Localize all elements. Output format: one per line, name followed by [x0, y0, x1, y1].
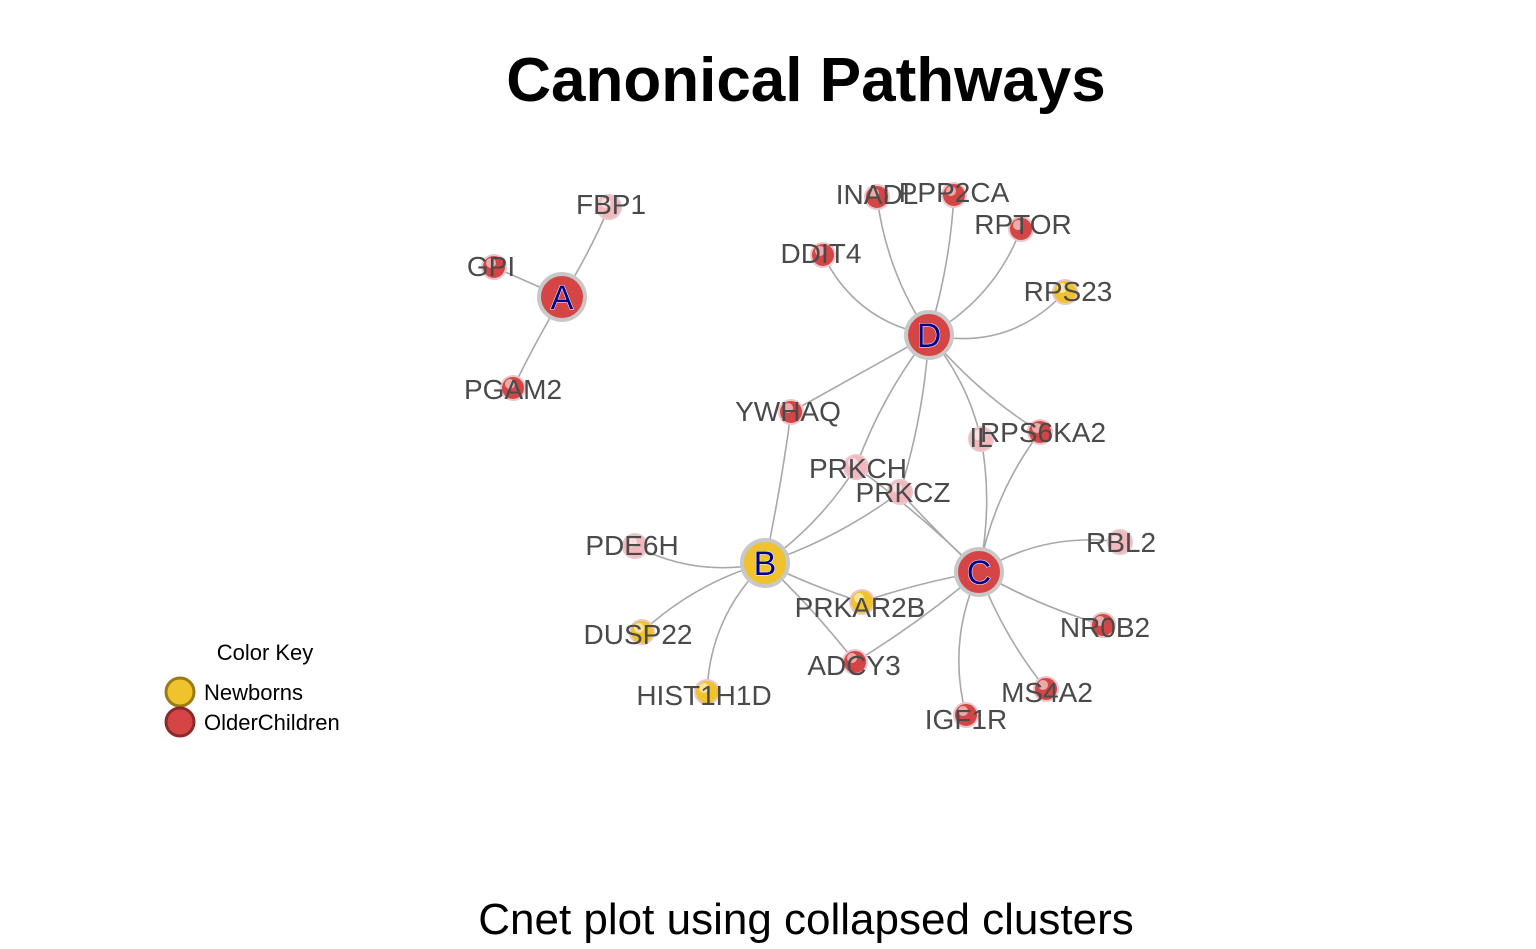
gene-node-ppp2ca: PPP2CA	[899, 177, 1010, 208]
gene-node-highlight	[699, 683, 709, 693]
gene-node-highlight	[634, 623, 644, 633]
gene-node-inadl: INADL	[836, 179, 918, 210]
gene-node-highlight	[1032, 423, 1042, 433]
gene-label-dusp22: DUSP22	[584, 619, 693, 650]
gene-label-ywhaq: YWHAQ	[735, 396, 841, 427]
gene-node-pde6h: PDE6H	[585, 530, 678, 561]
gene-label-prkcz: PRKCZ	[856, 477, 951, 508]
gene-node-highlight	[847, 653, 857, 663]
legend-swatch-newborns	[164, 676, 196, 708]
legend-title: Color Key	[217, 640, 314, 665]
gene-node-ddit4: DDIT4	[781, 238, 862, 269]
gene-label-hist1h1d: HIST1H1D	[636, 680, 771, 711]
gene-node-highlight	[869, 188, 879, 198]
gene-label-fbp1: FBP1	[576, 189, 646, 220]
gene-node-highlight	[1112, 533, 1122, 543]
gene-node-highlight	[1057, 283, 1067, 293]
gene-node-ywhaq: YWHAQ	[735, 396, 841, 427]
cluster-nodes: A B C D	[537, 272, 1004, 597]
cluster-node-a: A	[537, 272, 587, 322]
legend-swatch-older-children	[164, 706, 196, 738]
legend-label-older-children: OlderChildren	[204, 710, 340, 735]
gene-node-rptor: RPTOR	[974, 209, 1072, 242]
gene-label-il: IL	[969, 422, 992, 453]
gene-node-rbl2: RBL2	[1086, 527, 1156, 558]
gene-node-prkcz: PRKCZ	[856, 477, 951, 508]
gene-label-prkch: PRKCH	[809, 453, 907, 484]
gene-node-hist1h1d: HIST1H1D	[636, 679, 772, 711]
cluster-node-circle	[954, 547, 1004, 597]
gene-label-rps6ka2: RPS6KA2	[980, 417, 1106, 448]
gene-node-highlight	[486, 258, 496, 268]
legend-label-newborns: Newborns	[204, 680, 303, 705]
gene-node-highlight	[848, 458, 858, 468]
gene-node-highlight	[1095, 616, 1105, 626]
cluster-node-circle	[537, 272, 587, 322]
gene-label-prkar2b: PRKAR2B	[795, 592, 926, 623]
cluster-node-b: B	[740, 538, 790, 588]
cluster-node-c: C	[954, 547, 1004, 597]
cluster-label-a: A	[551, 279, 574, 317]
gene-node-ms4a2: MS4A2	[1001, 676, 1093, 708]
gene-node-highlight	[958, 706, 968, 716]
color-key-legend: Color Key Newborns OlderChildren	[164, 640, 340, 738]
gene-label-ms4a2: MS4A2	[1001, 677, 1093, 708]
gene-label-rbl2: RBL2	[1086, 527, 1156, 558]
gene-label-gpi: GPI	[467, 251, 515, 282]
gene-node-il: IL	[968, 422, 994, 453]
gene-label-igf1r: IGF1R	[925, 704, 1007, 735]
gene-label-rps23: RPS23	[1024, 276, 1113, 307]
gene-node-rps6ka2: RPS6KA2	[980, 417, 1106, 448]
gene-label-pgam2: PGAM2	[464, 374, 562, 405]
gene-node-prkar2b: PRKAR2B	[795, 589, 926, 623]
gene-node-highlight	[783, 403, 793, 413]
cluster-node-circle	[904, 310, 954, 360]
gene-label-adcy3: ADCY3	[807, 650, 900, 681]
gene-node-igf1r: IGF1R	[925, 702, 1007, 735]
cluster-node-circle	[740, 538, 790, 588]
gene-node-pgam2: PGAM2	[464, 374, 562, 405]
cluster-label-b: B	[754, 545, 777, 583]
gene-node-fbp1: FBP1	[576, 189, 646, 220]
gene-node-gpi: GPI	[467, 251, 515, 282]
plot-caption: Cnet plot using collapsed clusters	[478, 895, 1133, 944]
gene-label-ppp2ca: PPP2CA	[899, 177, 1010, 208]
gene-node-rps23: RPS23	[1024, 276, 1113, 307]
gene-label-pde6h: PDE6H	[585, 530, 678, 561]
cluster-label-c: C	[967, 554, 992, 592]
gene-node-highlight	[601, 198, 611, 208]
gene-node-highlight	[1013, 220, 1023, 230]
gene-node-adcy3: ADCY3	[807, 649, 901, 681]
gene-label-rptor: RPTOR	[974, 209, 1072, 240]
gene-node-highlight	[973, 430, 983, 440]
gene-label-nr0b2: NR0B2	[1060, 612, 1150, 643]
gene-label-ddit4: DDIT4	[781, 238, 862, 269]
gene-label-inadl: INADL	[836, 179, 918, 210]
gene-node-dusp22: DUSP22	[584, 619, 693, 650]
gene-node-highlight	[505, 379, 515, 389]
cluster-label-d: D	[917, 317, 942, 355]
gene-node-highlight	[892, 483, 902, 493]
gene-node-highlight	[946, 186, 956, 196]
gene-node-highlight	[627, 537, 637, 547]
gene-node-highlight	[854, 593, 864, 603]
plot-title: Canonical Pathways	[506, 46, 1106, 115]
gene-node-nr0b2: NR0B2	[1060, 612, 1150, 643]
gene-node-prkch: PRKCH	[809, 453, 907, 484]
gene-node-highlight	[815, 246, 825, 256]
gene-node-highlight	[1038, 680, 1048, 690]
cluster-node-d: D	[904, 310, 954, 360]
